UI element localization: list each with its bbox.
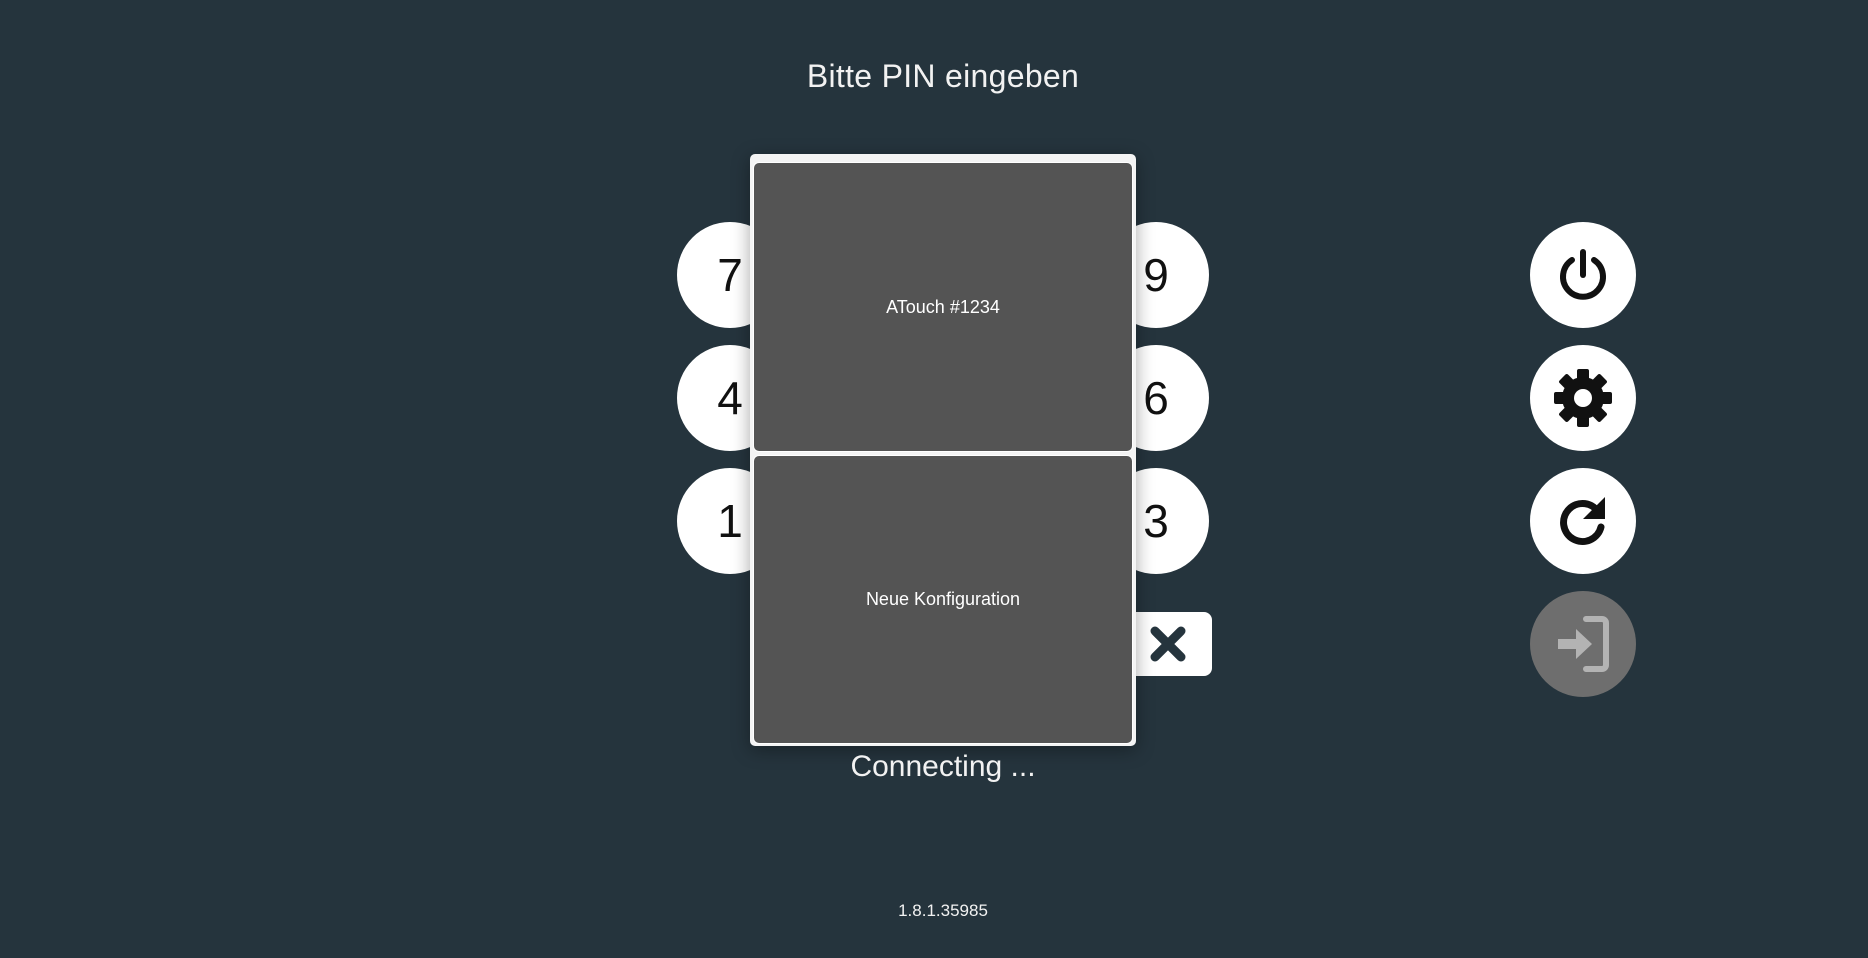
key-label: 7 — [717, 249, 743, 301]
config-option-atouch[interactable]: ATouch #1234 — [753, 162, 1133, 452]
page-title: Bitte PIN eingeben — [806, 58, 1080, 94]
key-label: 9 — [1143, 249, 1169, 301]
settings-button[interactable] — [1530, 345, 1636, 451]
option-label: ATouch #1234 — [886, 296, 1000, 317]
power-icon — [1560, 249, 1606, 300]
key-label: 1 — [717, 495, 743, 547]
connection-status: Connecting ... — [850, 750, 1036, 783]
version-label: 1.8.1.35985 — [898, 901, 988, 920]
gear-icon — [1554, 369, 1612, 427]
reload-button[interactable] — [1530, 468, 1636, 574]
refresh-icon — [1560, 497, 1605, 545]
login-icon — [1558, 616, 1609, 672]
option-label: Neue Konfiguration — [865, 589, 1021, 609]
login-button[interactable] — [1530, 591, 1636, 697]
key-label: 3 — [1143, 495, 1169, 547]
config-option-new[interactable]: Neue Konfiguration — [753, 455, 1133, 744]
key-label: 6 — [1143, 372, 1169, 424]
configuration-popup: ATouch #1234 Neue Konfiguration — [750, 154, 1136, 746]
close-icon — [1150, 626, 1186, 662]
key-label: 4 — [717, 372, 743, 424]
power-button[interactable] — [1530, 222, 1636, 328]
